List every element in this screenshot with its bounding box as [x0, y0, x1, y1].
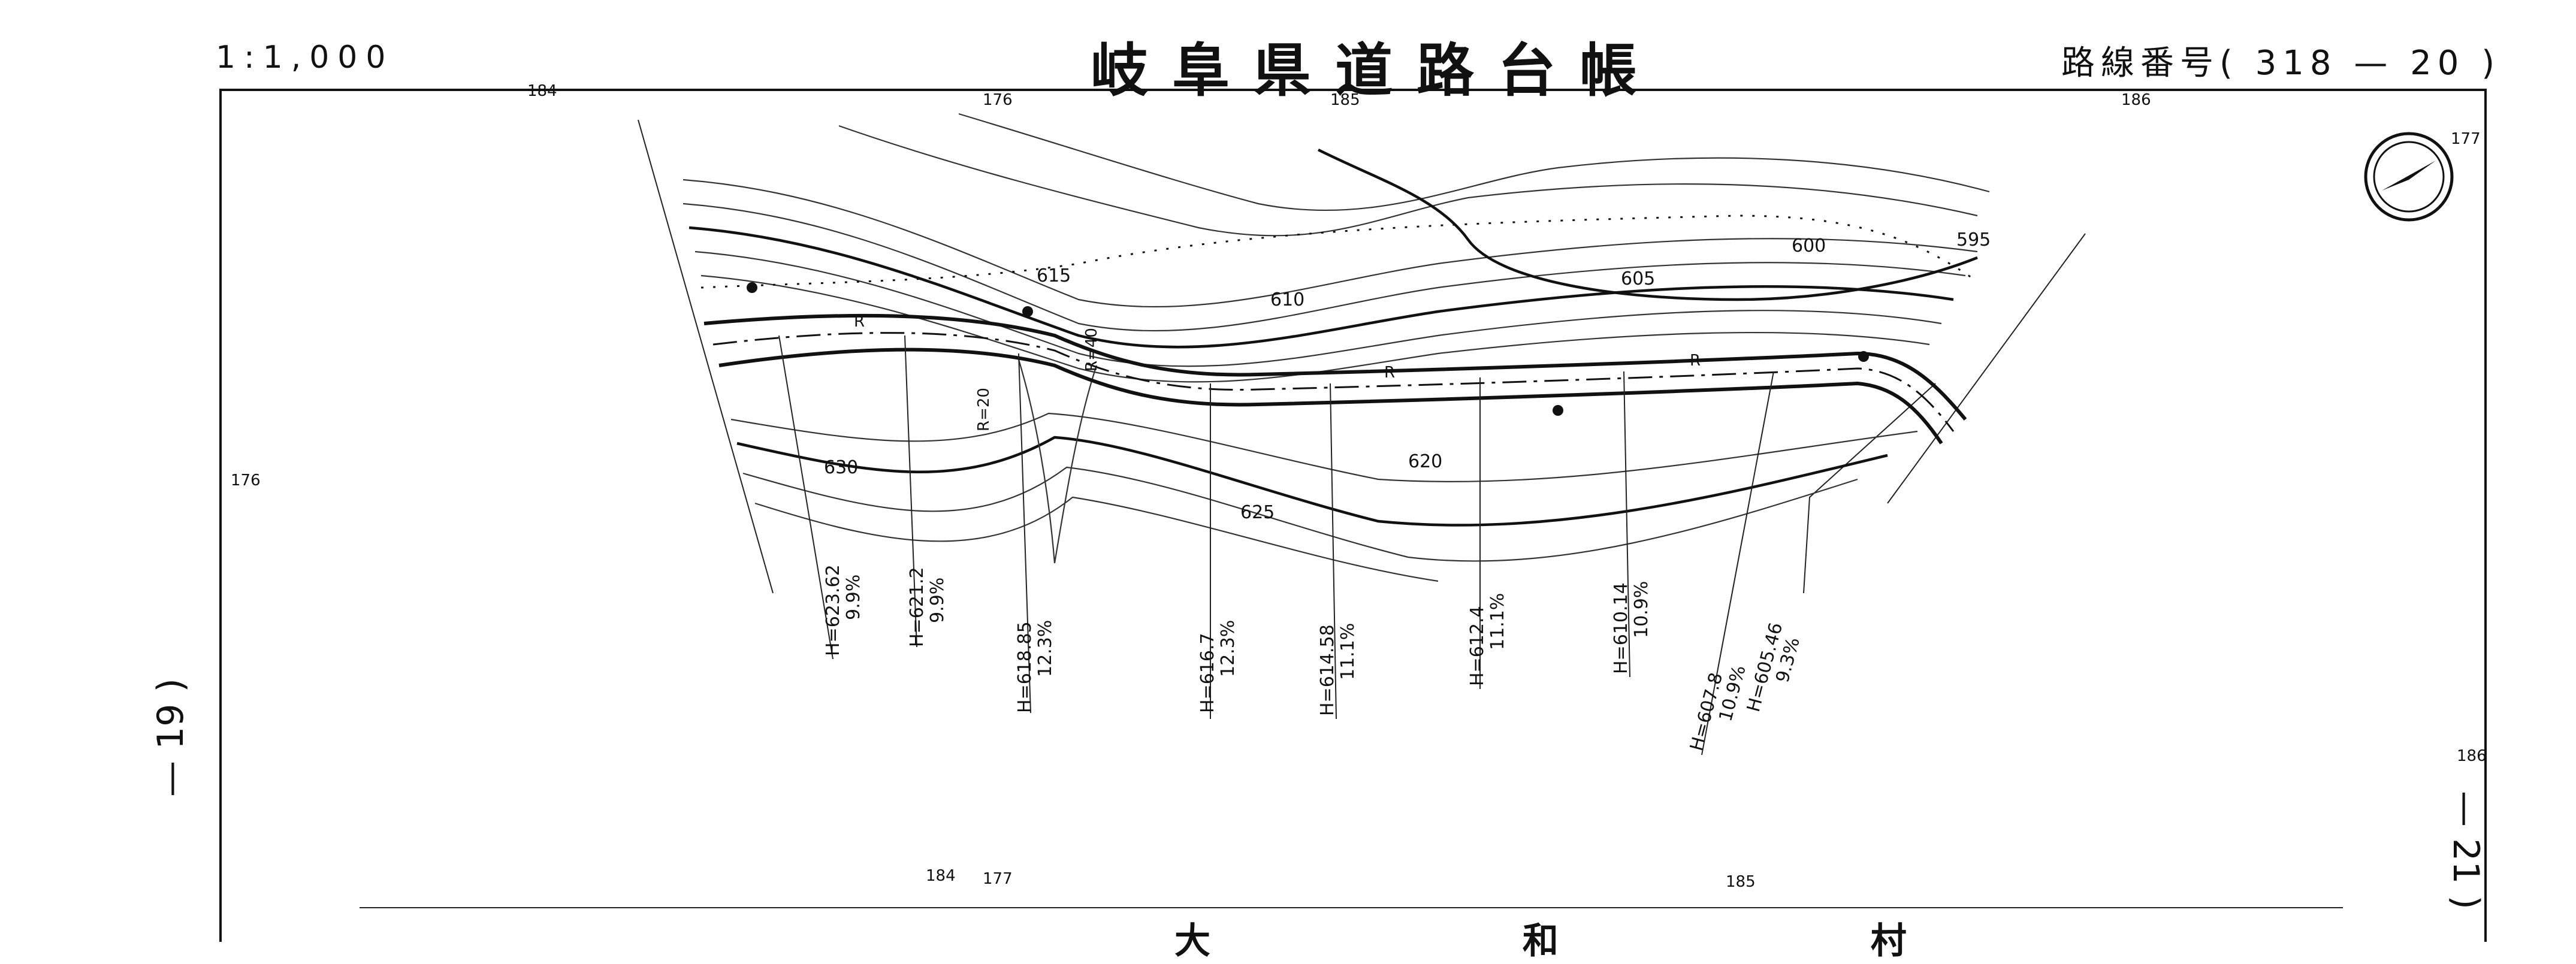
scale-label: 1:1,000 [216, 40, 394, 75]
contour-line [730, 412, 1918, 483]
boundary-dotted-line [700, 214, 1978, 289]
contour-line [700, 274, 1930, 383]
sheet-ref: 177 [983, 870, 1013, 888]
svg-text:H=612.4: H=612.4 [1467, 606, 1488, 686]
point-marker [1022, 306, 1033, 317]
svg-text:10.9%: 10.9% [1631, 581, 1652, 638]
map-frame [219, 89, 2487, 942]
contour-line [958, 113, 1990, 211]
svg-text:H=614.58: H=614.58 [1317, 624, 1338, 716]
contour-label: 605 [1621, 268, 1655, 289]
contour-label: 600 [1792, 235, 1826, 256]
survey-boundary-right-inner [1803, 383, 1936, 594]
height-leader [904, 335, 917, 648]
contour-label: 610 [1270, 289, 1304, 310]
road-label: R [1384, 364, 1395, 382]
svg-text:11.1%: 11.1% [1337, 623, 1358, 680]
height-annotation: H=618.85 12.3% [1014, 620, 1056, 713]
sheet-ref: 184 [527, 82, 557, 100]
contour-line [742, 466, 1858, 562]
point-marker [1553, 405, 1563, 416]
height-annotation: H=621.2 9.9% [907, 567, 948, 647]
sheet-ref: 185 [1330, 91, 1360, 109]
svg-text:12.3%: 12.3% [1218, 620, 1239, 677]
height-annotation: H=623.62 9.9% [823, 564, 864, 656]
sheet-ref: 176 [231, 472, 261, 489]
contour-label: 615 [1037, 265, 1071, 286]
height-annotation: H=605.46 9.3% [1743, 621, 1804, 715]
road-label: R=40 [1083, 328, 1101, 371]
contour-line [682, 179, 1978, 308]
svg-text:H=616.7: H=616.7 [1197, 633, 1218, 713]
point-marker [1858, 351, 1869, 362]
svg-text:9.9%: 9.9% [843, 575, 864, 620]
road-edge-lower [718, 347, 1943, 445]
contour-line-index [688, 226, 1954, 349]
contour-line [682, 203, 1966, 332]
point-marker [747, 282, 757, 293]
contour-line [754, 496, 1439, 582]
contour-label: 630 [824, 457, 858, 478]
road-label: R [1690, 352, 1701, 370]
contour-line [694, 250, 1942, 367]
contour-label: 595 [1956, 229, 1991, 250]
sheet-ref: 186 [2457, 747, 2487, 765]
sheet-ref: 177 [2451, 130, 2481, 148]
valley-contour [1017, 359, 1098, 564]
height-leader [1330, 383, 1337, 720]
height-leader [778, 335, 833, 660]
height-annotation: H=607.8 10.9% [1686, 663, 1750, 753]
map-drawing: 595 600 605 610 615 620 625 630 184 176 … [219, 82, 2487, 942]
road-ledger-sheet: 1:1,000 岐阜県道路台帳 路線番号( 318 — 20 ) — 19 ) … [150, 37, 2501, 962]
sheet-ref: 186 [2121, 91, 2151, 109]
height-annotation: H=612.4 11.1% [1467, 593, 1508, 686]
road-centerline [712, 332, 1955, 432]
svg-text:H=610.14: H=610.14 [1611, 582, 1632, 674]
survey-boundary-right [1887, 233, 2086, 504]
north-arrow-icon [2364, 132, 2454, 222]
height-annotation: H=610.14 10.9% [1611, 581, 1652, 674]
height-annotation: H=614.58 11.1% [1317, 623, 1358, 716]
road-label: R [854, 313, 865, 331]
svg-text:H=621.2: H=621.2 [907, 567, 928, 647]
route-number: 路線番号( 318 — 20 ) [2061, 44, 2501, 83]
svg-text:12.3%: 12.3% [1035, 620, 1056, 677]
contour-label: 625 [1240, 502, 1275, 523]
height-leader [1701, 371, 1774, 756]
survey-boundary-left [638, 119, 774, 594]
road-label: R=20 [975, 388, 993, 431]
contour-line-index [1317, 148, 1978, 301]
height-leader [1623, 371, 1630, 678]
height-annotation: H=616.7 12.3% [1197, 620, 1239, 713]
sheet-ref: 184 [926, 867, 956, 885]
svg-text:9.9%: 9.9% [927, 578, 948, 623]
svg-text:H=618.85: H=618.85 [1014, 621, 1035, 713]
contour-line-index [736, 436, 1888, 527]
contour-label: 620 [1408, 451, 1442, 472]
page-title: 岐阜県道路台帳 [1091, 37, 1661, 104]
sheet-ref: 185 [1726, 873, 1756, 891]
sheet-ref: 176 [983, 91, 1013, 109]
svg-text:11.1%: 11.1% [1487, 593, 1508, 650]
contour-line [838, 125, 1978, 237]
svg-text:H=623.62: H=623.62 [823, 564, 844, 656]
height-leader [1018, 353, 1031, 714]
